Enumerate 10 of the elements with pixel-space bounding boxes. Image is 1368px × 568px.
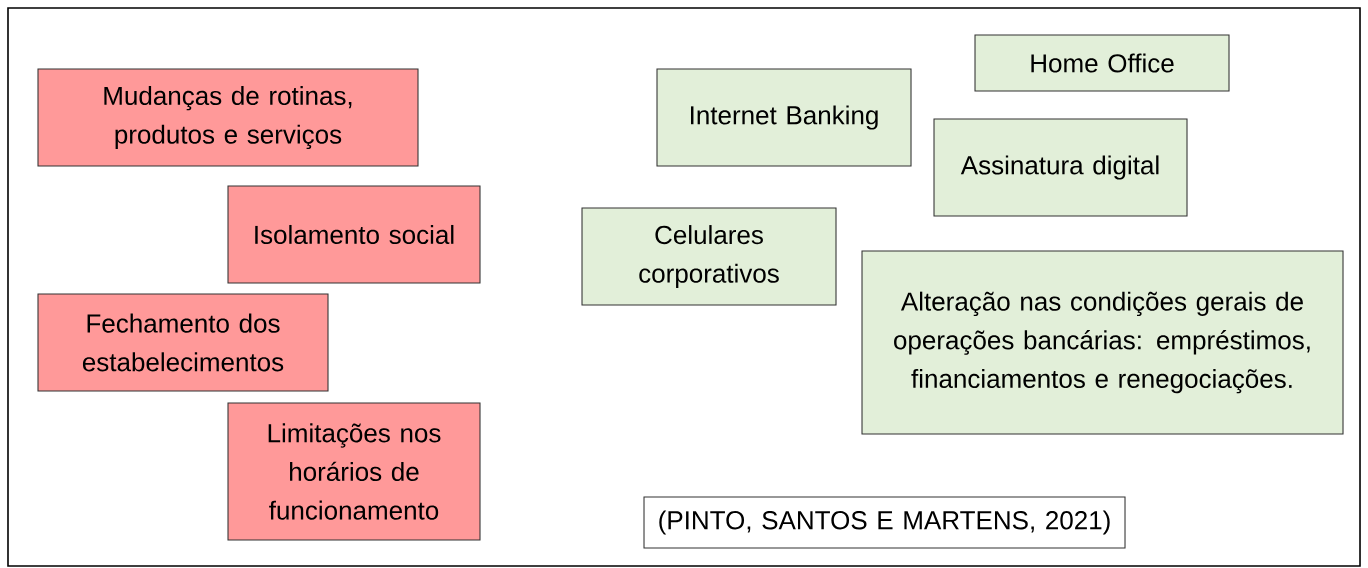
factor-box: Fechamento dos estabelecimentos: [37, 293, 329, 392]
factor-box: Limitações nos horários de funcionamento: [227, 402, 481, 541]
factor-box: Isolamento social: [227, 185, 481, 284]
change-box: Internet Banking: [656, 68, 912, 167]
change-box: Alteração nas condições gerais de operações bancárias: empréstimos, financiamentos e renegociações.: [861, 250, 1344, 435]
citation-box: (PINTO, SANTOS E MARTENS, 2021): [643, 496, 1126, 549]
change-box: Home Office: [974, 34, 1230, 92]
factor-box: Mudanças de rotinas, produtos e serviços: [37, 68, 419, 167]
change-box: Celulares corporativos: [581, 207, 837, 306]
change-box: Assinatura digital: [933, 118, 1188, 217]
